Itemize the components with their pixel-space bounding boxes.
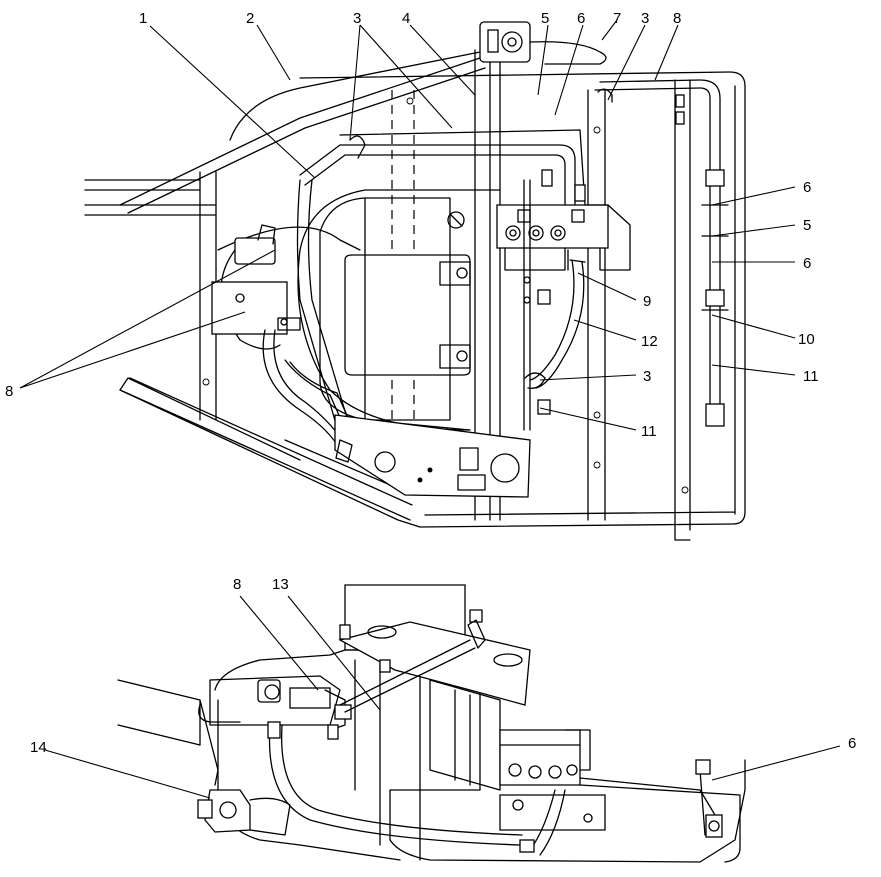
callout-label: 5 [803, 217, 811, 234]
bottom-filter [198, 675, 352, 740]
callout-label: 8 [5, 383, 13, 400]
callout-label: 5 [541, 10, 549, 27]
bottom-frame-main [214, 649, 746, 863]
callout-label: 11 [641, 423, 657, 440]
callout-label: 9 [643, 293, 651, 310]
left-bracket [84, 179, 216, 216]
left-rail-upper [119, 377, 413, 521]
clamp-left [349, 135, 366, 159]
bottom-manifold [499, 729, 591, 786]
bottom-hose-pump [268, 724, 523, 846]
callout-label: 4 [402, 10, 410, 27]
bottom-fitting-c [379, 659, 391, 673]
callout-label: 14 [30, 739, 47, 756]
post-bottom-stub [674, 529, 691, 541]
bottom-left-rail [117, 679, 219, 786]
callout-label: 8 [673, 10, 681, 27]
callout-label: 2 [246, 10, 254, 27]
hydraulic-tank [319, 90, 471, 431]
hose-loop-left [262, 329, 359, 451]
clamp-top [597, 88, 613, 103]
bottom-assembly-view [117, 584, 746, 863]
bolt-holes [202, 97, 689, 494]
callout-label: 12 [641, 333, 658, 350]
post-right [587, 79, 691, 531]
callout-label: 3 [353, 10, 361, 27]
callout-label: 6 [848, 735, 856, 752]
pump-assembly [197, 789, 291, 836]
callout-label: 6 [803, 179, 811, 196]
outer-frame [119, 71, 746, 528]
hose-12 [529, 259, 585, 389]
valve-manifold [496, 169, 631, 271]
leader-lines [19, 19, 841, 799]
callout-label: 1 [139, 10, 147, 27]
tube-3 [299, 129, 586, 206]
callout-label: 7 [613, 10, 621, 27]
bottom-side-block [429, 679, 501, 791]
bottom-lower-plate [499, 794, 606, 831]
bottom-tube-6 [579, 769, 741, 863]
callout-label: 3 [641, 10, 649, 27]
top-assembly-view [84, 21, 746, 541]
callout-label: 6 [803, 255, 811, 272]
callout-label: 8 [233, 576, 241, 593]
hose-9 [567, 249, 586, 271]
callout-label: 11 [803, 368, 819, 385]
callout-label: 6 [577, 10, 585, 27]
callouts-bottom: 8 13 14 6 [30, 576, 856, 756]
callouts-top: 1 2 3 4 5 6 7 3 8 6 5 6 10 11 9 12 3 11 … [5, 10, 819, 440]
tube-1 [296, 179, 359, 456]
top-valve [479, 21, 607, 65]
bottom-hose-13 [339, 639, 476, 713]
bottom-fitting-a [267, 721, 281, 739]
right-tube-assembly [594, 79, 729, 427]
callout-label: 3 [643, 368, 651, 385]
bottom-fitting-6 [695, 759, 711, 775]
bottom-fitting-b [519, 839, 535, 853]
control-plate [334, 414, 531, 498]
callout-label: 13 [272, 576, 289, 593]
frame-inner-right [424, 85, 736, 516]
callout-label: 10 [798, 331, 815, 348]
bottom-fitting-6b [705, 814, 723, 838]
bottom-fitting-d [339, 624, 351, 640]
filter-assembly [211, 224, 361, 350]
clamp-bottom [524, 372, 546, 389]
